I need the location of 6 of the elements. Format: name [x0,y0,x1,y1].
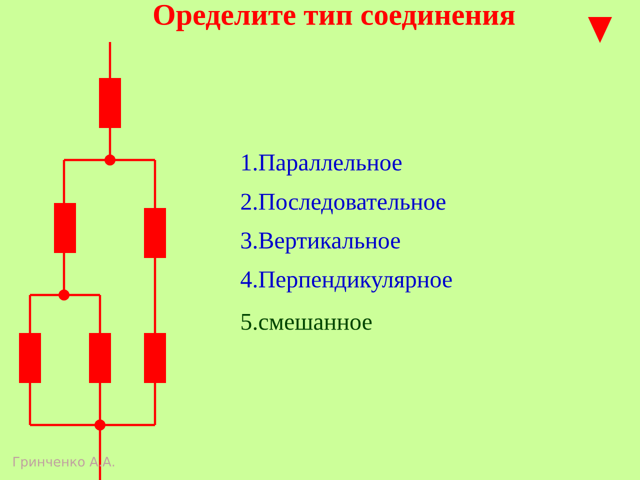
title: Оределите тип соединения [154,4,515,32]
option-text: 5.смешанное [242,314,372,330]
option-text: 3.Вертикальное [241,232,400,254]
option-text: 1.Параллельное [242,154,402,176]
option-text: 2.Последовательное [241,194,446,214]
option-text: 4.Перпендикулярное [240,272,452,292]
